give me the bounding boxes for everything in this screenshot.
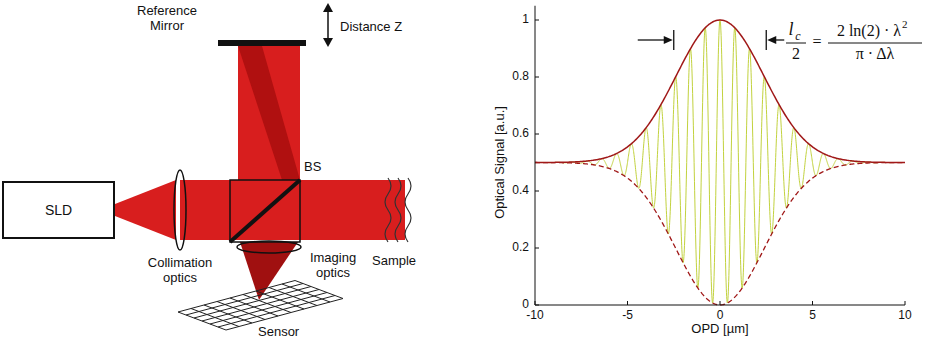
interferogram-plot (535, 6, 922, 305)
tick-label: 1 (522, 13, 529, 27)
x-tick (812, 301, 813, 305)
tick-label: 0.2 (512, 241, 529, 255)
tick-label: 0.6 (512, 127, 529, 141)
tick-label: -5 (622, 309, 633, 323)
lower-envelope (535, 163, 905, 305)
tick-label: 0.4 (512, 184, 529, 198)
grid-line (186, 284, 303, 316)
light-source-box: SLD (2, 181, 115, 239)
imaging-beam (240, 242, 298, 300)
splitter-plate (230, 180, 300, 242)
marker-bar (673, 30, 674, 50)
formula-symbol: l (788, 19, 793, 40)
axis-title: Optical Signal [a.u.] (493, 106, 508, 219)
x-tick (535, 301, 536, 305)
marker-arrow (638, 39, 666, 40)
formula-denominator: π · Δλ (856, 45, 895, 63)
y-tick (535, 305, 539, 306)
beam-splitter (230, 180, 300, 242)
x-tick (627, 301, 628, 305)
collimation-lens (174, 170, 186, 250)
arrow-head (767, 36, 776, 44)
fraction-bar (828, 43, 922, 44)
axis-title: OPD [µm] (691, 322, 748, 337)
part-label: Reference Mirror (125, 4, 209, 34)
y-tick (535, 248, 539, 249)
y-tick (535, 191, 539, 192)
arrow-head (323, 38, 333, 47)
reference-beam (238, 46, 300, 180)
part-label: Distance Z (340, 20, 402, 35)
grid-line (210, 293, 327, 325)
y-tick (535, 77, 539, 78)
part-label: Collimation optics (135, 256, 225, 286)
tick-label: 0 (717, 309, 724, 323)
part-label: BS (304, 160, 321, 175)
reference-mirror (218, 40, 306, 46)
tick-label: 5 (809, 309, 816, 323)
formula-superscript: 2 (902, 18, 908, 31)
wavefront (405, 178, 411, 242)
grid-line (218, 296, 335, 328)
wavefront (385, 178, 391, 242)
grid-line (194, 287, 311, 319)
grid-line (202, 290, 319, 322)
y-axis (535, 6, 536, 305)
marker-bar (766, 30, 767, 50)
distance-arrow (327, 10, 329, 40)
arrow-head (323, 3, 333, 12)
formula-denominator: 2 (792, 45, 800, 63)
tick-label: -10 (526, 309, 543, 323)
tick-label: 0.8 (512, 70, 529, 84)
arrow-head (664, 36, 673, 44)
part-label: Sample (372, 254, 416, 269)
sensor-grid (178, 281, 343, 331)
part-label: Imaging optics (305, 251, 361, 281)
beam-shading (238, 46, 300, 180)
wavefront (395, 178, 401, 242)
x-tick (720, 301, 721, 305)
diverging-beam (115, 180, 176, 240)
grid-line (178, 281, 295, 313)
formula-equals: = (812, 33, 821, 51)
fringe-curve (535, 20, 905, 303)
sample-wavefronts (385, 178, 411, 242)
node-label: SLD (45, 202, 72, 218)
part-label: Sensor (258, 325, 299, 340)
formula-subscript: c (795, 30, 800, 44)
imaging-lens (237, 241, 301, 253)
formula-numerator: 2 ln(2) · λ (837, 22, 901, 40)
tick-label: 10 (898, 309, 911, 323)
upper-envelope (535, 20, 905, 162)
x-tick (905, 301, 906, 305)
y-tick (535, 20, 539, 21)
y-tick (535, 134, 539, 135)
